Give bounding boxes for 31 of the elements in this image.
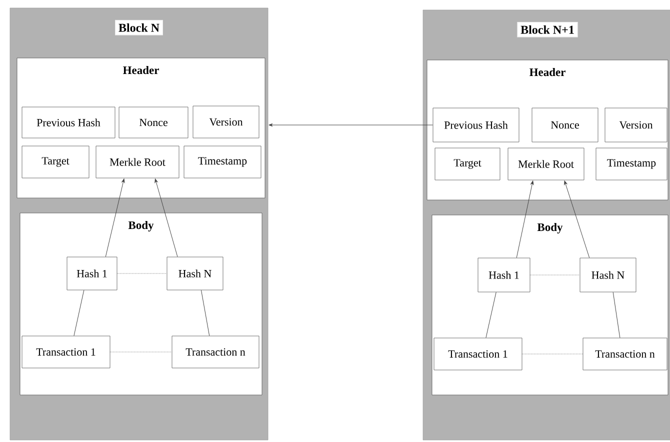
connector-line xyxy=(74,290,84,336)
arrow xyxy=(105,178,125,258)
field-box: Nonce xyxy=(532,108,598,142)
arrow xyxy=(516,180,534,258)
connector-line xyxy=(530,274,580,276)
field-box: Timestamp xyxy=(184,146,262,178)
connector-line xyxy=(116,273,168,274)
field-box: Target xyxy=(434,148,500,180)
connector-line xyxy=(200,290,210,336)
arrow xyxy=(268,123,434,127)
field-box: Merkle Root xyxy=(96,146,180,178)
field-box: Transaction 1 xyxy=(434,338,522,370)
connector-line xyxy=(612,292,620,338)
field-box: Version xyxy=(604,108,668,142)
field-box: Hash 1 xyxy=(66,256,118,290)
field-box: Target xyxy=(22,146,90,178)
field-box: Previous Hash xyxy=(432,108,520,142)
arrow xyxy=(564,180,590,258)
field-box: Nonce xyxy=(118,106,188,138)
field-box: Merkle Root xyxy=(508,148,584,180)
field-box: Previous Hash xyxy=(22,106,116,138)
field-box: Hash 1 xyxy=(478,258,530,292)
field-box: Version xyxy=(192,106,260,138)
field-box: Timestamp xyxy=(596,148,668,180)
field-box: Hash N xyxy=(166,256,224,290)
field-box: Hash N xyxy=(580,258,636,292)
connector-line xyxy=(486,292,496,338)
field-box: Transaction n xyxy=(582,338,668,370)
field-box: Transaction n xyxy=(172,336,260,368)
field-box: Transaction 1 xyxy=(22,336,110,368)
arrow xyxy=(154,178,178,258)
